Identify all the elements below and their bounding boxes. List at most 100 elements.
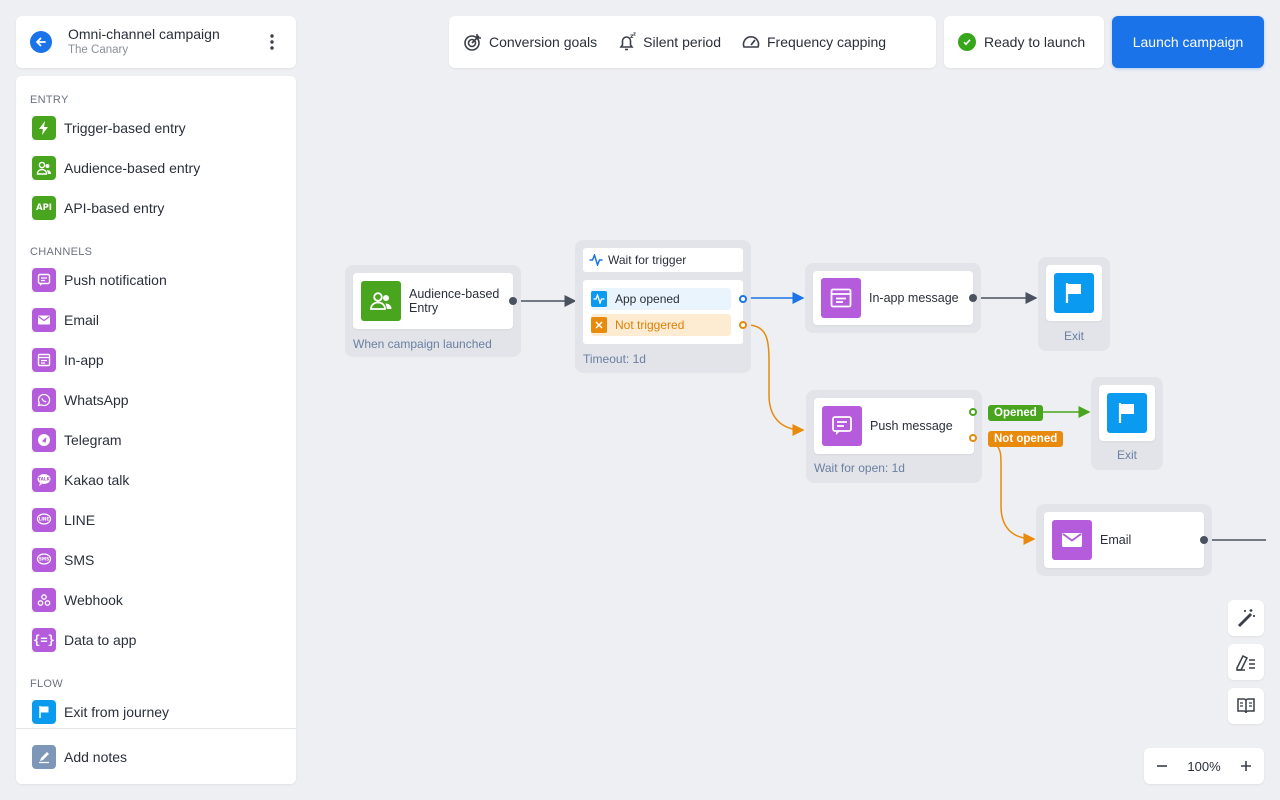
trigger-branches: App opened Not triggered xyxy=(583,280,743,344)
email-node-group: Email xyxy=(1036,504,1212,576)
sidebar-footer: Add notes xyxy=(16,728,296,784)
sidebar-item-kakao-talk[interactable]: TALK Kakao talk xyxy=(16,460,296,500)
line-icon: LINE xyxy=(32,508,56,532)
sidebar-item-label: Data to app xyxy=(64,632,137,648)
sidebar-item-telegram[interactable]: Telegram xyxy=(16,420,296,460)
push-icon xyxy=(822,406,862,446)
pulse-icon xyxy=(591,291,607,307)
inapp-node-group: In-app message xyxy=(805,263,981,333)
svg-text:TALK: TALK xyxy=(38,477,50,482)
entry-output-port[interactable] xyxy=(509,297,517,305)
sidebar-item-label: Webhook xyxy=(64,592,123,608)
add-notes-label: Add notes xyxy=(64,749,128,765)
component-sidebar: ENTRY Trigger-based entry Audience-based… xyxy=(16,76,296,784)
sidebar-item-label: API-based entry xyxy=(64,200,165,216)
email-output-port[interactable] xyxy=(1200,536,1208,544)
book-icon xyxy=(1237,698,1255,714)
branch-not-triggered[interactable]: Not triggered xyxy=(591,314,731,336)
opened-branch-label: Opened xyxy=(988,405,1043,421)
exit-node-1[interactable] xyxy=(1046,265,1102,321)
email-node[interactable]: Email xyxy=(1044,512,1204,568)
sidebar-item-exit-from-journey[interactable]: Exit from journey xyxy=(16,692,296,728)
sidebar-item-label: Email xyxy=(64,312,100,328)
launch-campaign-button[interactable]: Launch campaign xyxy=(1112,16,1264,68)
data-to-app-icon: {=} xyxy=(32,628,56,652)
not-triggered-output-port[interactable] xyxy=(739,321,747,329)
push-not-opened-port[interactable] xyxy=(969,434,977,442)
not-opened-branch-label: Not opened xyxy=(988,431,1064,447)
ready-to-launch-status[interactable]: Ready to launch xyxy=(944,16,1104,68)
sidebar-item-api-based-entry[interactable]: API API-based entry xyxy=(16,188,296,228)
docs-button[interactable] xyxy=(1228,688,1264,724)
wait-for-trigger-header[interactable]: Wait for trigger xyxy=(583,248,743,272)
svg-text:z: z xyxy=(633,32,636,38)
section-label-channels: CHANNELS xyxy=(30,246,93,258)
sidebar-item-trigger-based-entry[interactable]: Trigger-based entry xyxy=(16,108,296,148)
close-icon xyxy=(591,317,607,333)
add-notes-button[interactable]: Add notes xyxy=(16,729,296,784)
magic-wand-icon xyxy=(1237,609,1255,628)
api-icon: API xyxy=(32,196,56,220)
sidebar-item-data-to-app[interactable]: {=} Data to app xyxy=(16,620,296,660)
sidebar-item-label: In-app xyxy=(64,352,104,368)
sidebar-item-sms[interactable]: SMS SMS xyxy=(16,540,296,580)
telegram-icon xyxy=(32,428,56,452)
exit-1-label: Exit xyxy=(1063,329,1084,343)
svg-text:SMS: SMS xyxy=(39,557,49,562)
sidebar-item-push-notification[interactable]: Push notification xyxy=(16,260,296,300)
sidebar-item-webhook[interactable]: Webhook xyxy=(16,580,296,620)
kebab-icon xyxy=(270,34,274,50)
zoom-in-button[interactable] xyxy=(1238,758,1254,774)
back-button[interactable] xyxy=(30,31,52,53)
sidebar-item-audience-based-entry[interactable]: Audience-based entry xyxy=(16,148,296,188)
entry-node-group: Audience-based Entry When campaign launc… xyxy=(345,265,521,357)
zoom-control: 100% xyxy=(1144,748,1264,784)
notes-icon xyxy=(32,745,56,769)
users-icon xyxy=(32,156,56,180)
section-label-entry: ENTRY xyxy=(30,94,69,106)
lightning-icon xyxy=(32,116,56,140)
inapp-output-port[interactable] xyxy=(969,294,977,302)
campaign-subtitle: The Canary xyxy=(68,44,129,56)
conversion-goals-button[interactable]: Conversion goals xyxy=(463,32,597,52)
arrow-left-icon xyxy=(36,37,46,47)
audience-entry-node[interactable]: Audience-based Entry xyxy=(353,273,513,329)
entry-node-label: Audience-based Entry xyxy=(409,287,500,315)
sidebar-item-email[interactable]: Email xyxy=(16,300,296,340)
sidebar-scroll-area[interactable]: ENTRY Trigger-based entry Audience-based… xyxy=(16,76,296,728)
push-opened-port[interactable] xyxy=(969,408,977,416)
eraser-list-icon xyxy=(1236,654,1255,671)
sidebar-item-line[interactable]: LINE LINE xyxy=(16,500,296,540)
email-node-label: Email xyxy=(1100,533,1132,547)
flag-icon xyxy=(1107,393,1147,433)
silent-period-label: Silent period xyxy=(643,34,721,50)
sidebar-item-label: Audience-based entry xyxy=(64,160,201,176)
kakao-talk-icon: TALK xyxy=(32,468,56,492)
svg-text:z: z xyxy=(630,33,634,40)
inapp-message-node[interactable]: In-app message xyxy=(813,271,973,325)
sidebar-item-in-app[interactable]: In-app xyxy=(16,340,296,380)
exit-node-2[interactable] xyxy=(1099,385,1155,441)
more-menu-button[interactable] xyxy=(262,30,282,54)
sidebar-item-label: Trigger-based entry xyxy=(64,120,186,136)
branch-app-opened[interactable]: App opened xyxy=(591,288,731,310)
whatsapp-icon xyxy=(32,388,56,412)
in-app-icon xyxy=(821,278,861,318)
push-message-node[interactable]: Push message xyxy=(814,398,974,454)
zoom-out-button[interactable] xyxy=(1154,758,1170,774)
sidebar-item-label: Telegram xyxy=(64,432,122,448)
sidebar-item-whatsapp[interactable]: WhatsApp xyxy=(16,380,296,420)
opened-output-port[interactable] xyxy=(739,295,747,303)
plus-icon xyxy=(1241,761,1251,771)
clear-format-button[interactable] xyxy=(1228,644,1264,680)
magic-wand-button[interactable] xyxy=(1228,600,1264,636)
zoom-level: 100% xyxy=(1187,758,1221,774)
push-node-group: Push message Wait for open: 1d xyxy=(806,390,982,483)
ready-label: Ready to launch xyxy=(984,34,1086,50)
frequency-capping-button[interactable]: Frequency capping xyxy=(741,32,886,52)
campaign-header: Omni-channel campaign The Canary xyxy=(16,16,296,68)
envelope-icon xyxy=(32,308,56,332)
